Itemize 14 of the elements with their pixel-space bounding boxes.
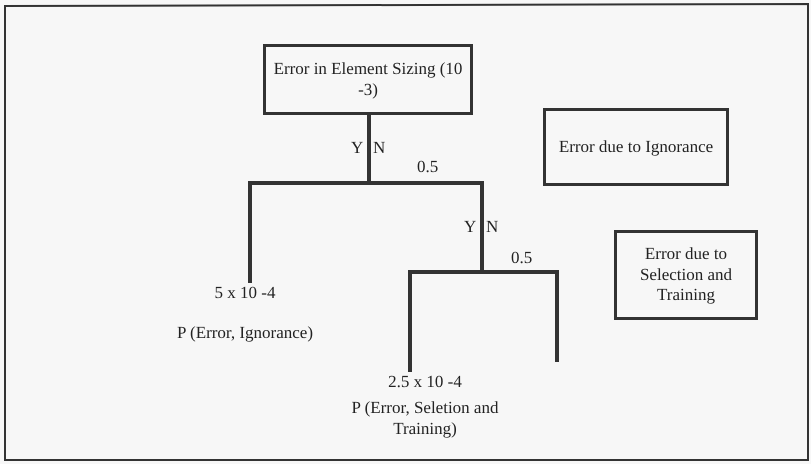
probability-value: 5 x 10 -4 <box>214 283 276 304</box>
event-box: Error due to Ignorance <box>543 108 729 186</box>
branch-yes-label: Y <box>351 139 364 156</box>
branch-yes-label: Y <box>464 218 476 235</box>
branch-no-label: N <box>373 139 386 156</box>
probability-value: 2.5 x 10 -4 <box>387 372 463 392</box>
event-box: Error in Element Sizing (10 -3) <box>263 44 473 115</box>
event-box: Error due to Selection and Training <box>614 230 758 320</box>
probability-label: 0.5 <box>511 249 532 266</box>
tree-branch-line <box>367 115 559 362</box>
probability-label: P (Error, Seletion and Training) <box>350 398 500 440</box>
probability-label: P (Error, Ignorance) <box>176 323 314 344</box>
probability-label: 0.5 <box>417 158 438 175</box>
branch-no-label: N <box>486 218 498 235</box>
